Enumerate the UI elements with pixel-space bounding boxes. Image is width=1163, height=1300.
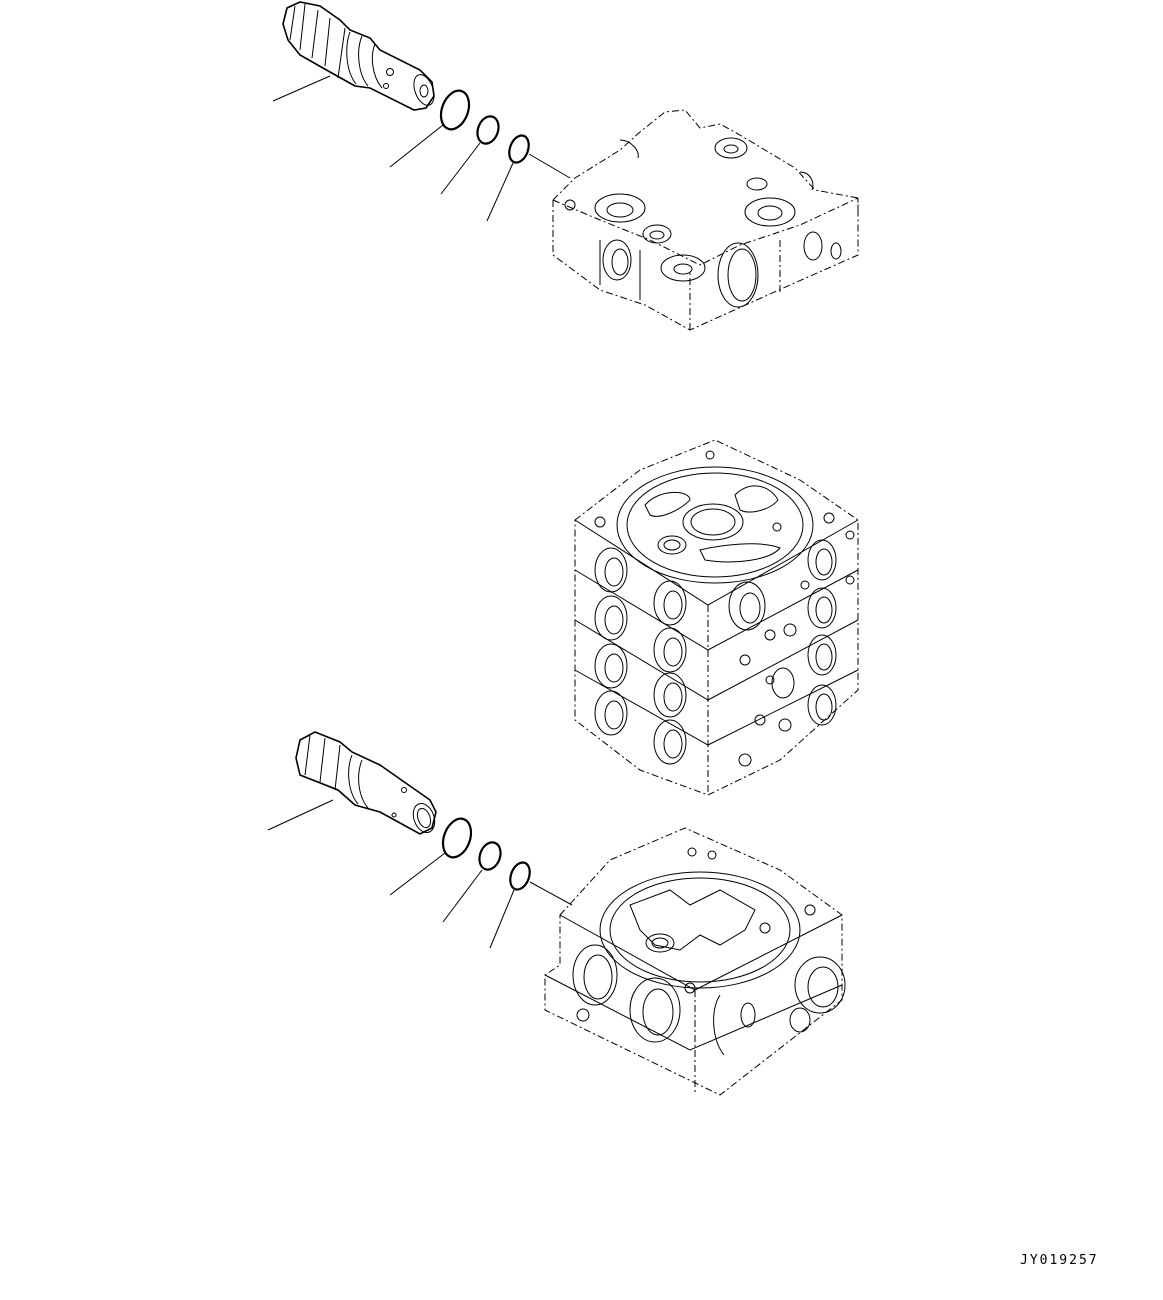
drawing-reference-code: JY019257 [1020,1253,1099,1268]
middle-valve-stack [574,439,859,796]
leader-line [486,162,514,222]
leader-line [389,124,444,168]
upper-relief-valve [272,1,435,111]
leader-line [267,799,334,831]
lower-valve-section [544,827,846,1096]
upper-valve-section [552,109,859,331]
upper-o-rings [389,89,571,222]
leader-line [440,142,481,195]
leader-line [389,852,446,896]
leader-line [272,75,331,102]
lower-relief-valve [267,731,437,835]
leader-line [442,869,483,923]
lower-o-rings [389,817,573,949]
leader-line [489,889,515,949]
